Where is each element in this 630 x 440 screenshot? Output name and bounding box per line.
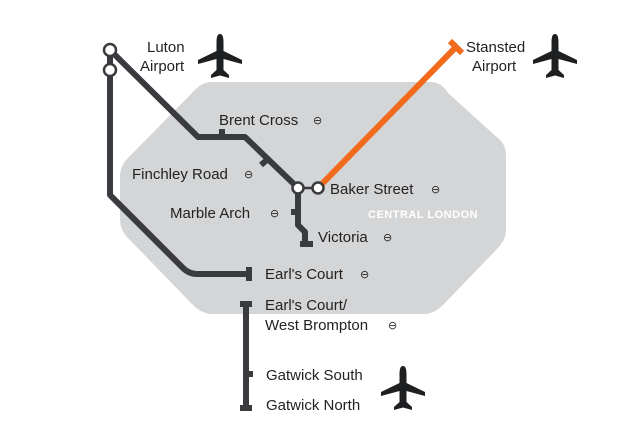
tube-icon: ⊖ (383, 231, 392, 244)
earls-court-wb-label-line1: Earl's Court/ (265, 297, 348, 314)
tube-icon: ⊖ (244, 168, 253, 181)
tube-icon: ⊖ (388, 319, 397, 332)
luton-station-marker[interactable] (102, 42, 118, 58)
luton-label-line2: Airport (140, 58, 185, 75)
marble-arch-label: Marble Arch (170, 205, 250, 222)
stansted-terminus-tick (447, 38, 465, 56)
finchley-road-tick (259, 156, 270, 168)
stansted-label-line2: Airport (472, 58, 517, 75)
gatwick-south-label: Gatwick South (266, 367, 363, 384)
tube-icon: ⊖ (431, 183, 440, 196)
earls-court-label: Earl's Court (265, 266, 344, 283)
tube-icon: ⊖ (270, 207, 279, 220)
tube-icon: ⊖ (360, 268, 369, 281)
thameslink-line-west (107, 70, 250, 277)
gatwick-north-label: Gatwick North (266, 397, 360, 414)
airplane-icon (381, 366, 425, 410)
stansted-express-line (315, 44, 459, 191)
baker-street-marker[interactable] (291, 181, 305, 195)
stansted-label-line1: Stansted (466, 39, 525, 56)
baker-street-marker-2[interactable] (311, 181, 325, 195)
baker-street-label: Baker Street (330, 181, 414, 198)
brent-cross-label: Brent Cross (219, 112, 298, 129)
thameslink-line-victoria (295, 188, 308, 244)
airplane-icon (533, 34, 577, 78)
victoria-label: Victoria (318, 229, 368, 246)
central-london-label: CENTRAL LONDON (368, 209, 478, 221)
airplane-icon (198, 34, 242, 78)
luton-station-marker-2[interactable] (102, 62, 118, 78)
tube-icon: ⊖ (313, 114, 322, 127)
earls-court-wb-label-line2: West Brompton (265, 317, 368, 334)
luton-label-line1: Luton (147, 39, 185, 56)
finchley-road-label: Finchley Road (132, 166, 228, 183)
